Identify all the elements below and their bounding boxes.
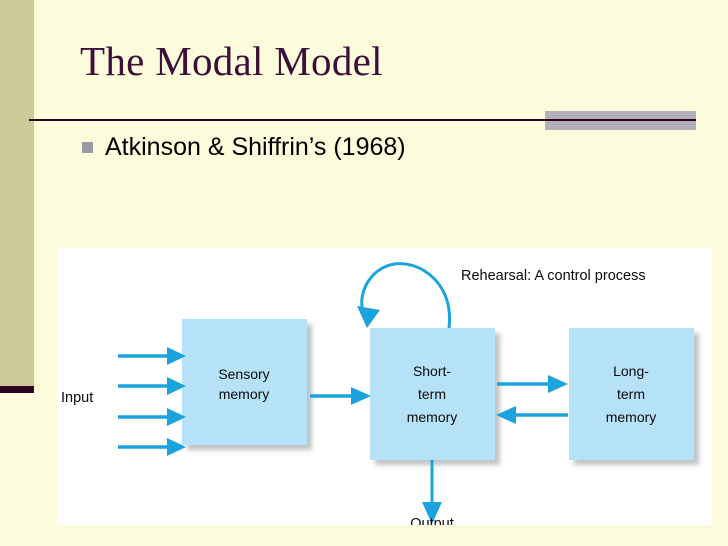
left-band-accent-bar bbox=[0, 386, 34, 393]
arrow-sensory-to-short-term bbox=[310, 387, 371, 405]
sensory-memory-label-line2: memory bbox=[219, 386, 270, 402]
box-long-term-memory: Long- term memory bbox=[569, 328, 694, 460]
long-term-memory-label-line2: term bbox=[617, 386, 645, 402]
bullet-list-item: Atkinson & Shiffrin’s (1968) bbox=[82, 133, 406, 162]
input-arrow-4 bbox=[118, 438, 186, 456]
long-term-memory-label-line1: Long- bbox=[613, 363, 649, 379]
square-bullet-icon bbox=[82, 142, 93, 153]
left-decorative-band bbox=[0, 0, 34, 386]
title-divider-line bbox=[29, 119, 696, 121]
sensory-memory-rect bbox=[182, 319, 307, 445]
box-short-term-memory: Short- term memory bbox=[370, 328, 495, 460]
input-arrow-3 bbox=[118, 408, 186, 426]
modal-model-diagram-panel: Sensory memory Short- term memory Long- … bbox=[57, 248, 712, 525]
short-term-memory-rect bbox=[370, 328, 495, 460]
short-term-memory-label-line2: term bbox=[418, 386, 446, 402]
short-term-memory-label-line3: memory bbox=[407, 409, 458, 425]
input-arrow-group bbox=[118, 347, 186, 456]
arrow-long-term-to-short-term bbox=[496, 406, 568, 424]
short-term-memory-label-line1: Short- bbox=[413, 363, 451, 379]
arrow-short-term-to-long-term bbox=[497, 375, 568, 393]
input-label: Input bbox=[61, 390, 93, 406]
sensory-memory-label-line1: Sensory bbox=[218, 366, 269, 382]
output-label: Output bbox=[410, 516, 454, 525]
input-arrow-1 bbox=[118, 347, 186, 365]
bullet-item-label: Atkinson & Shiffrin’s (1968) bbox=[105, 133, 406, 161]
rehearsal-loop-arrow bbox=[357, 262, 452, 329]
arrow-short-term-to-output bbox=[422, 460, 442, 524]
box-sensory-memory: Sensory memory bbox=[182, 319, 307, 445]
input-arrow-2 bbox=[118, 377, 186, 395]
modal-model-diagram: Sensory memory Short- term memory Long- … bbox=[57, 248, 712, 525]
rehearsal-label: Rehearsal: A control process bbox=[461, 268, 646, 284]
long-term-memory-rect bbox=[569, 328, 694, 460]
page-title: The Modal Model bbox=[80, 38, 383, 84]
long-term-memory-label-line3: memory bbox=[606, 409, 657, 425]
